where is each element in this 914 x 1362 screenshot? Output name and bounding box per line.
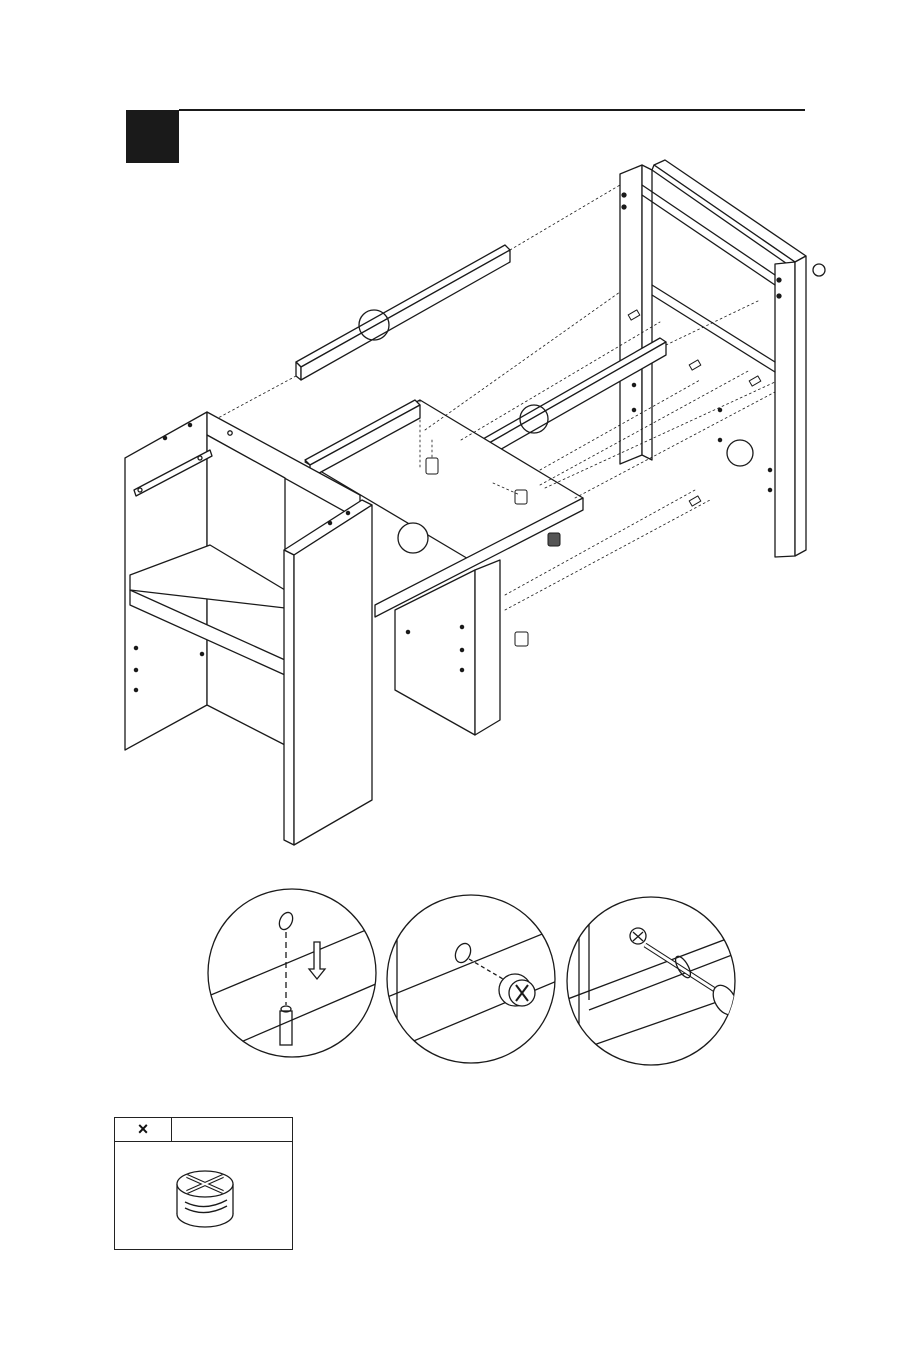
middle-rail <box>455 300 760 472</box>
quantity-prefix: × <box>138 1119 149 1139</box>
top-back-rail <box>205 185 620 425</box>
tighten-cam-lock-detail <box>565 895 737 1067</box>
parts-header: × <box>115 1118 292 1142</box>
left-front-panel <box>284 500 372 845</box>
assembly-drawing <box>0 0 914 860</box>
cam-lock-icon <box>165 1156 245 1236</box>
place-cam-lock-detail <box>385 893 557 1065</box>
parts-box: × <box>114 1117 293 1250</box>
parts-label <box>173 1118 288 1141</box>
parts-quantity: × <box>115 1118 172 1141</box>
insert-dowel-detail <box>206 887 378 1059</box>
